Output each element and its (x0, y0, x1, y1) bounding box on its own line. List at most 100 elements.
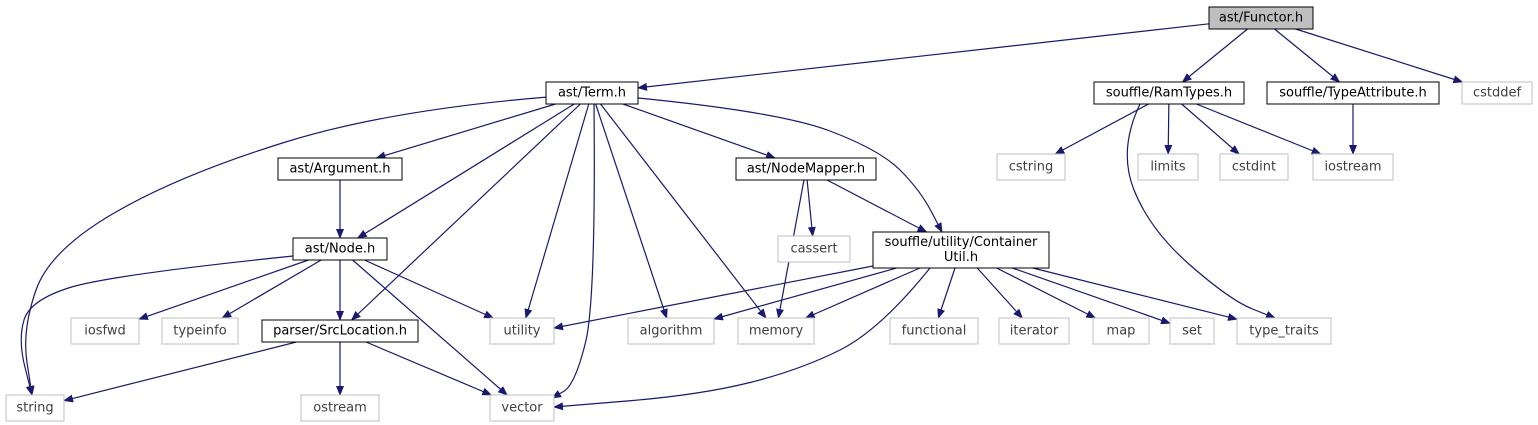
edge-node-to-string (20, 255, 294, 396)
node-box (627, 317, 715, 345)
node-iostream: iostream (1312, 153, 1394, 181)
edge-functor-to-ramtypes (1181, 28, 1248, 83)
node-cstring: cstring (996, 153, 1066, 181)
node-cassert: cassert (777, 235, 851, 263)
node-box (1461, 81, 1533, 105)
node-box (5, 394, 65, 422)
node-functional: functional (889, 317, 979, 345)
node-memory: memory (737, 317, 815, 345)
edge-term-to-vector (551, 103, 595, 399)
edge-term-to-node (356, 103, 575, 239)
node-label: set (1182, 324, 1202, 339)
edge-ramtypes-to-iostream (1196, 103, 1322, 155)
node-box (1208, 6, 1314, 30)
node-iosfwd: iosfwd (70, 317, 140, 345)
node-label: ast/Argument.h (289, 162, 390, 177)
node-srclocation[interactable]: parser/SrcLocation.h (261, 319, 419, 343)
edge-srclocation-to-vector (365, 341, 493, 396)
node-box (545, 81, 639, 105)
node-box (277, 157, 403, 181)
node-label: utility (504, 324, 541, 339)
node-box (735, 157, 877, 181)
node-node[interactable]: ast/Node.h (292, 237, 388, 261)
node-label: limits (1150, 160, 1186, 175)
node-typeinfo: typeinfo (161, 317, 239, 345)
node-box (737, 317, 815, 345)
node-box (292, 237, 388, 261)
node-label: cstring (1009, 160, 1053, 175)
node-label: vector (501, 401, 543, 416)
edge-containerutil-to-utility (553, 265, 874, 331)
node-label: iosfwd (84, 324, 126, 339)
edge-containerutil-to-memory (804, 267, 921, 319)
node-label: souffle/RamTypes.h (1106, 86, 1232, 101)
node-term[interactable]: ast/Term.h (545, 81, 639, 105)
edge-nodemapper-to-containerutil (826, 179, 928, 233)
node-label: ast/Functor.h (1219, 11, 1303, 26)
edge-term-to-argument (375, 103, 556, 160)
edge-containerutil-to-functional (937, 267, 956, 319)
node-box (872, 231, 1050, 269)
node-ramtypes[interactable]: souffle/RamTypes.h (1093, 81, 1245, 105)
edge-containerutil-to-vector (553, 267, 931, 411)
node-box (261, 319, 419, 343)
node-argument[interactable]: ast/Argument.h (277, 157, 403, 181)
node-iterator: iterator (998, 317, 1070, 345)
node-label: algorithm (640, 324, 703, 339)
node-box (777, 235, 851, 263)
edge-node-to-vector (352, 259, 508, 396)
edge-ramtypes-to-cstdint (1181, 103, 1240, 155)
node-ostream: ostream (300, 394, 380, 422)
edge-node-to-typeinfo (221, 259, 322, 319)
node-label: souffle/utility/Container (885, 235, 1038, 250)
node-box (489, 317, 555, 345)
node-cstdint: cstdint (1219, 153, 1289, 181)
node-limits: limits (1137, 153, 1199, 181)
edge-containerutil-to-typetraits (1032, 267, 1238, 321)
node-box (996, 153, 1066, 181)
node-label: memory (749, 324, 804, 339)
node-label: cstdint (1232, 160, 1276, 175)
node-box (70, 317, 140, 345)
edge-containerutil-to-map (996, 267, 1097, 319)
node-label: ast/Node.h (305, 242, 376, 257)
node-box (1312, 153, 1394, 181)
node-string: string (5, 394, 65, 422)
node-label: ast/Term.h (558, 86, 626, 101)
node-label: cassert (790, 242, 837, 257)
node-algorithm: algorithm (627, 317, 715, 345)
edge-term-to-utility (524, 103, 590, 319)
edge-nodemapper-to-cassert (806, 179, 816, 237)
node-box (300, 394, 380, 422)
node-box (1093, 81, 1245, 105)
edge-term-to-containerutil (637, 97, 943, 233)
edge-functor-to-term (637, 23, 1210, 91)
edge-ramtypes-to-limits (1164, 103, 1173, 155)
nodes: ast/Functor.h ast/Term.h souffle/RamTypes.… (5, 6, 1533, 422)
edge-containerutil-to-iterator (976, 267, 1023, 319)
node-box (1219, 153, 1289, 181)
node-utility: utility (489, 317, 555, 345)
node-label: parser/SrcLocation.h (273, 324, 407, 339)
node-box (161, 317, 239, 345)
node-label: type_traits (1249, 324, 1319, 339)
node-label: functional (902, 324, 967, 339)
node-functor[interactable]: ast/Functor.h (1208, 6, 1314, 30)
edge-term-to-memory (600, 103, 767, 319)
edge-functor-to-typeattr (1274, 28, 1341, 83)
node-box (1169, 317, 1215, 345)
node-label: string (16, 401, 53, 416)
node-typeattr[interactable]: souffle/TypeAttribute.h (1266, 81, 1440, 105)
node-label: Util.h (944, 250, 978, 265)
node-box (889, 317, 979, 345)
edge-srclocation-to-string (63, 341, 297, 403)
node-label: typeinfo (173, 324, 226, 339)
edge-term-to-string (25, 96, 549, 396)
node-box (489, 394, 555, 422)
node-label: souffle/TypeAttribute.h (1279, 86, 1427, 101)
node-label: map (1107, 324, 1136, 339)
node-nodemapper[interactable]: ast/NodeMapper.h (735, 157, 877, 181)
edge-term-to-algorithm (595, 103, 668, 319)
